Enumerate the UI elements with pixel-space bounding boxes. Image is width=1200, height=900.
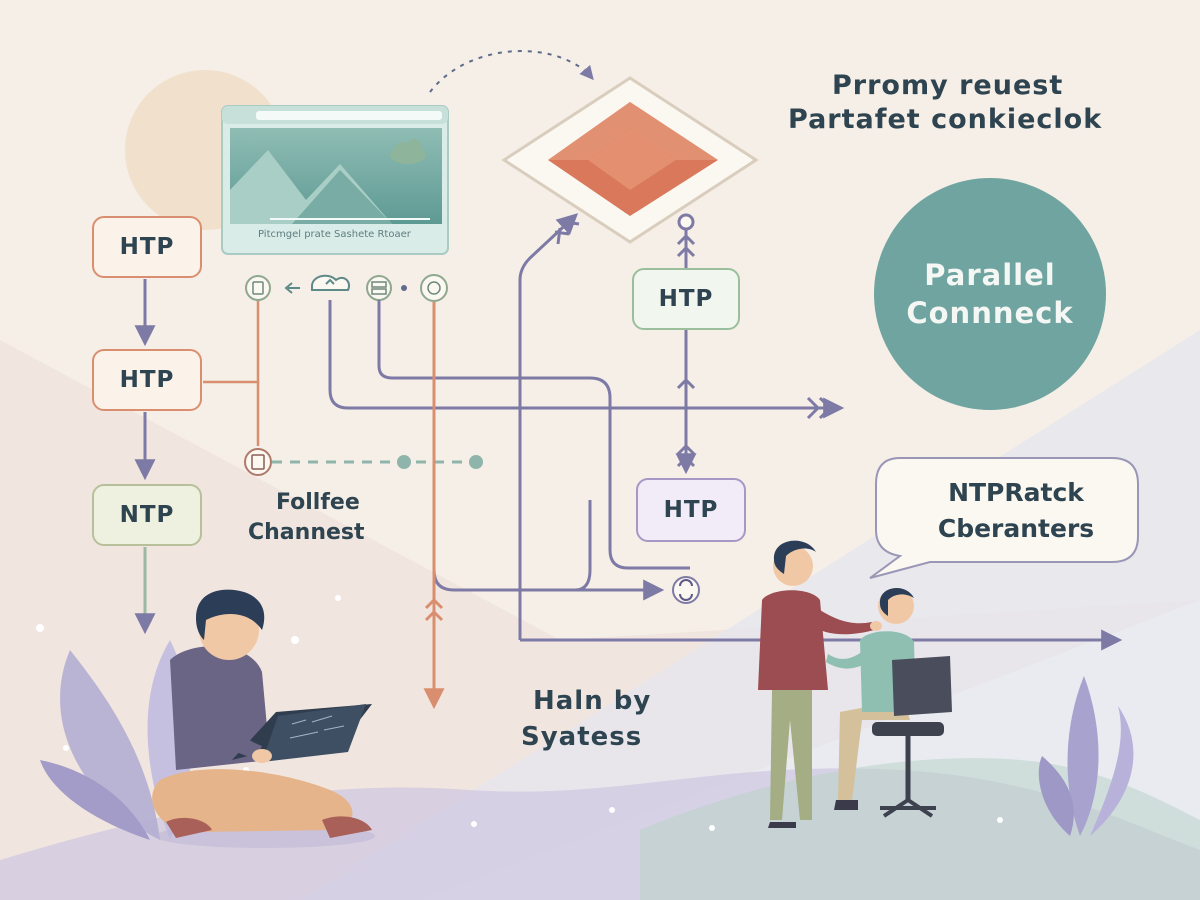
dashed-link [272, 455, 483, 469]
parallel-label-line1: Parallel [924, 258, 1056, 292]
flow-box-label: NTP [119, 502, 175, 528]
flow-box-label: HTP [663, 497, 719, 523]
server-icon [366, 275, 392, 301]
halt-label-line1: Haln by [533, 686, 652, 716]
flow-box-label: HTP [658, 286, 714, 312]
refresh-icon [284, 274, 350, 294]
icon-nodes [244, 274, 448, 476]
proxy-label-line2: Partafet conkieclok [788, 104, 1103, 135]
bubble-line1: NTPRatck [948, 478, 1084, 507]
flow-box-htp-right-lower: HTP [636, 478, 746, 542]
speech-bubble-text: NTPRatck Cberanters [900, 475, 1132, 547]
left-column-connectors [134, 279, 260, 635]
diamond-icon [501, 76, 759, 244]
browser-window [221, 105, 449, 255]
browser-caption: Pitcmgel prate Sashete Rtoaer [258, 229, 411, 240]
flow-box-ntp: NTP [92, 484, 202, 546]
dashed-request-arrow [429, 50, 594, 93]
bubble-line2: Cberanters [937, 514, 1095, 543]
sparkles [36, 595, 1003, 831]
cloud-icon [390, 139, 426, 164]
person-with-laptop [152, 589, 375, 848]
halt-label-line2: Syatess [521, 722, 643, 752]
proxy-node [677, 213, 695, 231]
follow-label-line1: Follfee [276, 490, 360, 515]
proxy-label-line1: Prromy reuest [832, 70, 1064, 101]
globe-icon [420, 274, 448, 302]
speech-bubble [869, 457, 1139, 579]
parallel-connection-badge: Parallel Connneck [874, 178, 1106, 410]
flow-box-htp-right-upper: HTP [632, 268, 740, 330]
flow-box-htp-middle: HTP [92, 349, 202, 411]
flow-box-htp-top: HTP [92, 216, 202, 278]
parallel-label-line2: Connneck [906, 296, 1074, 330]
people-conversation [758, 540, 952, 828]
document-icon [244, 448, 272, 476]
plant-icon [1038, 676, 1134, 836]
sync-icon [672, 576, 700, 604]
document-icon [245, 275, 271, 301]
salmon-line [423, 302, 445, 710]
flow-box-label: HTP [119, 367, 175, 393]
follow-label-line2: Channest [248, 520, 365, 545]
flow-box-label: HTP [119, 234, 175, 260]
